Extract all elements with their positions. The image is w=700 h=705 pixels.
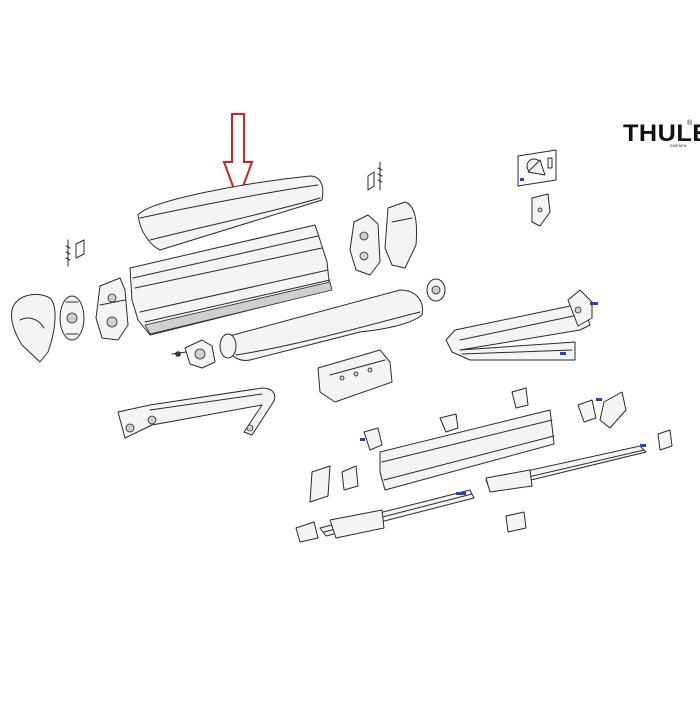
- left-end-cap: [11, 294, 56, 363]
- logo-registered-mark: ®: [687, 120, 693, 127]
- clip-set: [360, 387, 673, 451]
- left-bracket: [95, 277, 129, 341]
- lead-rail: [379, 409, 555, 491]
- wall-bracket-small: [531, 193, 551, 227]
- roller-housing: [129, 224, 333, 336]
- telescopic-rail-right: [485, 444, 647, 493]
- logo-word: THULE: [623, 120, 700, 147]
- right-spring: [367, 161, 383, 191]
- center-mounting-bracket: [317, 349, 393, 403]
- left-gear-disc: [59, 295, 85, 341]
- left-folding-arm: [117, 387, 276, 439]
- front-cover-panel: [137, 175, 324, 251]
- thule-logo: THULE ® SWEDEN: [623, 120, 700, 152]
- fabric-roll: [219, 289, 424, 361]
- accessory-kit: [517, 149, 557, 187]
- down-arrow-icon: [222, 113, 254, 203]
- logo-subtext: SWEDEN: [670, 144, 687, 148]
- drive-unit: [171, 339, 216, 369]
- right-folding-arm: [445, 289, 598, 361]
- left-spring: [65, 239, 85, 267]
- telescopic-rail-left: [319, 489, 475, 539]
- roller-plug: [426, 278, 446, 302]
- end-fittings: [295, 465, 527, 543]
- right-end-cap: [384, 201, 418, 269]
- right-bracket: [349, 214, 381, 276]
